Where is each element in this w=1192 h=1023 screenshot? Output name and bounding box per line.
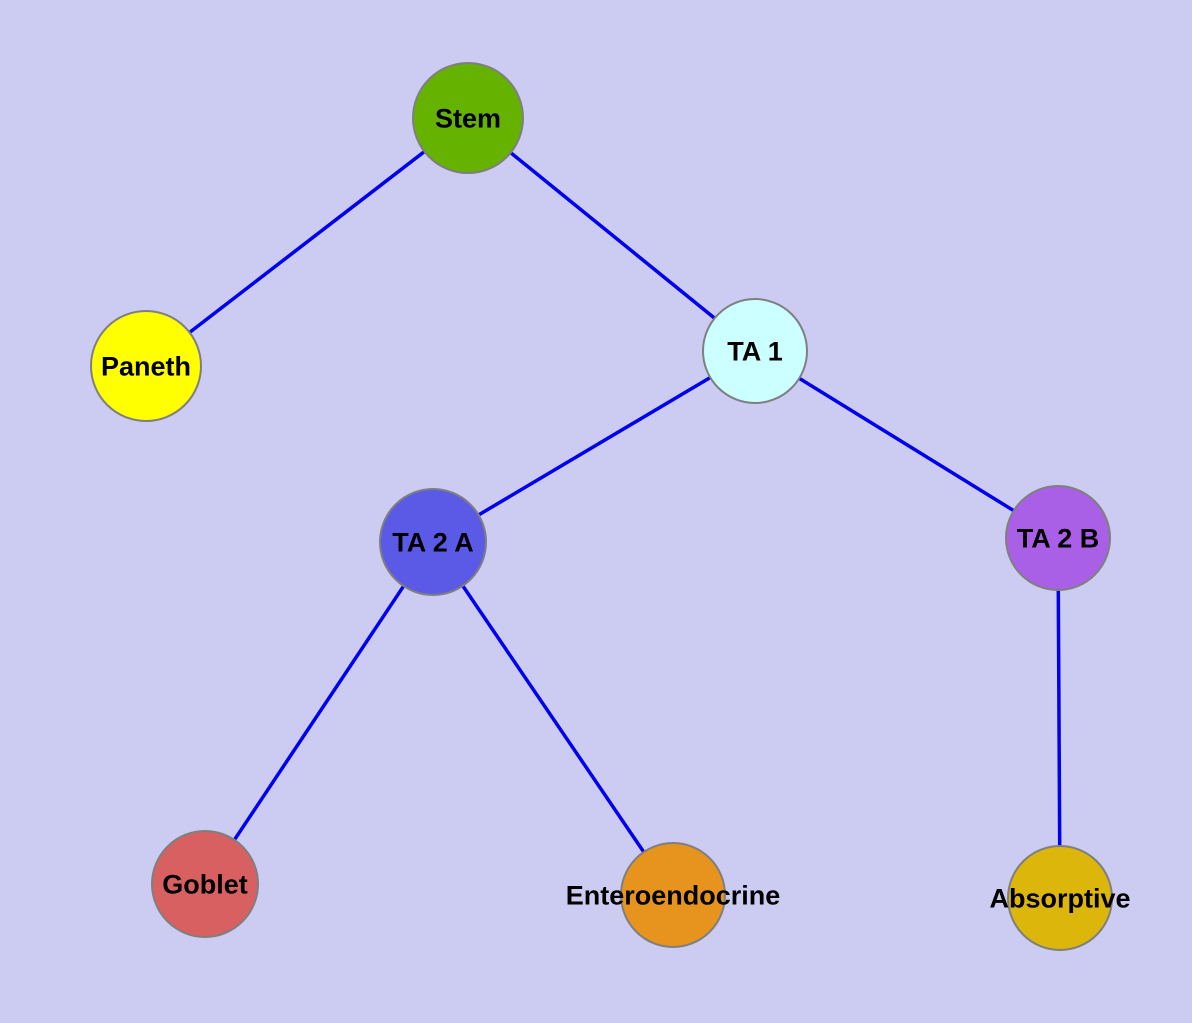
edge-ta-2-a-to-goblet <box>203 541 435 885</box>
node-absorptive <box>1007 845 1113 951</box>
node-label-ta-2-a: TA 2 A <box>392 527 474 557</box>
node-enteroendocrine <box>620 842 726 948</box>
edge-ta-1-to-ta-2-a <box>432 349 756 544</box>
edge-ta-1-to-ta-2-b <box>754 349 1059 540</box>
node-label-ta-1: TA 1 <box>727 336 783 366</box>
node-label-paneth: Paneth <box>101 351 191 381</box>
node-goblet <box>151 830 259 938</box>
node-paneth <box>90 310 202 422</box>
edge-stem-to-ta-1 <box>466 116 757 353</box>
node-label-ta-2-b: TA 2 B <box>1017 523 1100 553</box>
node-label-stem: Stem <box>435 103 501 133</box>
node-ta-2-a <box>379 488 487 596</box>
node-ta-2-b <box>1005 485 1111 591</box>
node-label-goblet: Goblet <box>162 869 248 899</box>
node-label-enteroendocrine: Enteroendocrine <box>566 880 781 910</box>
node-ta-1 <box>702 298 808 404</box>
node-label-absorptive: Absorptive <box>989 883 1130 913</box>
edge-ta-2-b-to-absorptive <box>1056 537 1062 899</box>
edge-ta-2-a-to-enteroendocrine <box>431 541 675 896</box>
edge-stem-to-paneth <box>144 116 470 368</box>
node-stem <box>412 62 524 174</box>
